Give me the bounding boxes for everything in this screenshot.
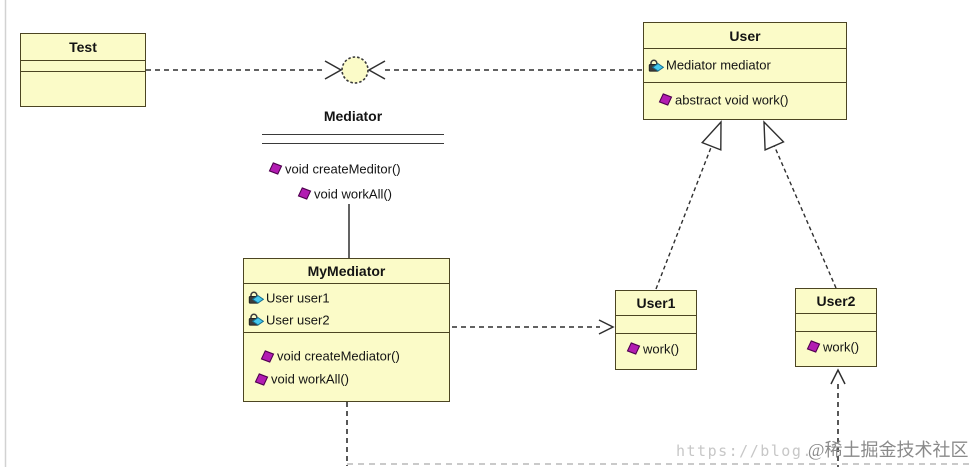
interface-lollipop-circle	[341, 56, 369, 84]
generalization-triangle-user2	[763, 120, 785, 151]
class-mymediator[interactable]: MyMediator User user1	[243, 258, 450, 402]
operation-text: void createMediator()	[277, 348, 400, 364]
interface-mediator-name[interactable]: Mediator	[323, 108, 383, 124]
protected-attribute-icon	[247, 313, 264, 327]
arrowhead-into-user2-bottom	[830, 368, 846, 385]
operation-text: void workAll()	[314, 186, 393, 201]
operation-row: void workAll()	[254, 368, 449, 391]
class-user2-title: User2	[796, 289, 876, 314]
interface-underline-1	[262, 134, 444, 136]
class-user[interactable]: User Mediator mediator	[643, 22, 847, 120]
attribute-text: User user2	[266, 312, 330, 327]
operation-diamond-icon	[806, 340, 821, 354]
watermark-community-text: @稀土掘金技术社区	[807, 440, 969, 460]
operation-row: abstract void work()	[658, 93, 788, 107]
generalization-triangle-user1	[700, 120, 722, 151]
operation-diamond-icon	[658, 93, 673, 107]
class-user-operations: abstract void work()	[644, 83, 846, 119]
protected-attribute-icon	[247, 291, 264, 305]
operation-diamond-icon	[297, 187, 312, 201]
operation-row: work()	[806, 340, 876, 354]
attribute-row: Mediator mediator	[647, 59, 771, 73]
generalization-user2-to-user	[773, 145, 837, 289]
class-test-title: Test	[21, 34, 145, 61]
interface-underline-2	[262, 142, 444, 144]
generalization-user1-to-user	[655, 145, 713, 290]
operation-diamond-icon	[626, 342, 641, 356]
operation-text: abstract void work()	[675, 92, 789, 107]
operation-row: work()	[626, 342, 696, 356]
attribute-text: User user1	[266, 290, 330, 305]
operation-text: void createMeditor()	[285, 161, 401, 176]
class-user2-attributes	[796, 314, 876, 332]
operation-row: void createMediator()	[260, 345, 449, 368]
class-mymediator-operations: void createMediator() void workAll()	[244, 333, 449, 401]
class-user1-title: User1	[616, 291, 696, 316]
class-test[interactable]: Test	[20, 33, 146, 107]
interface-operation-row: void workAll()	[297, 186, 392, 202]
class-mymediator-title: MyMediator	[244, 259, 449, 284]
class-test-operations	[21, 72, 145, 106]
arrowhead-into-circle-right	[367, 60, 386, 80]
operation-diamond-icon	[260, 349, 275, 364]
operation-text: work()	[823, 339, 860, 354]
attribute-row: User user2	[247, 309, 449, 331]
attribute-row: User user1	[247, 287, 449, 309]
class-user1-operations: work()	[616, 334, 696, 369]
arrowhead-into-user1	[598, 319, 615, 335]
operation-text: work()	[643, 341, 680, 356]
class-user-attributes: Mediator mediator	[644, 49, 846, 83]
class-user2-operations: work()	[796, 332, 876, 366]
class-user-title: User	[644, 23, 846, 49]
operation-text: void workAll()	[271, 371, 350, 387]
protected-attribute-icon	[647, 59, 664, 73]
watermark: https://blog. @稀土掘金技术社区	[676, 436, 968, 462]
class-user1[interactable]: User1 work()	[615, 290, 697, 370]
attribute-text: Mediator mediator	[666, 57, 771, 73]
class-user1-attributes	[616, 316, 696, 334]
class-test-attributes	[21, 61, 145, 72]
watermark-url-text: https://blog.	[676, 442, 813, 460]
arrowhead-into-circle-left	[324, 60, 343, 80]
class-user2[interactable]: User2 work()	[795, 288, 877, 367]
operation-diamond-icon	[268, 162, 283, 176]
interface-operation-row: void createMeditor()	[268, 161, 401, 177]
operation-diamond-icon	[254, 372, 269, 387]
class-mymediator-attributes: User user1 User user2	[244, 284, 449, 333]
